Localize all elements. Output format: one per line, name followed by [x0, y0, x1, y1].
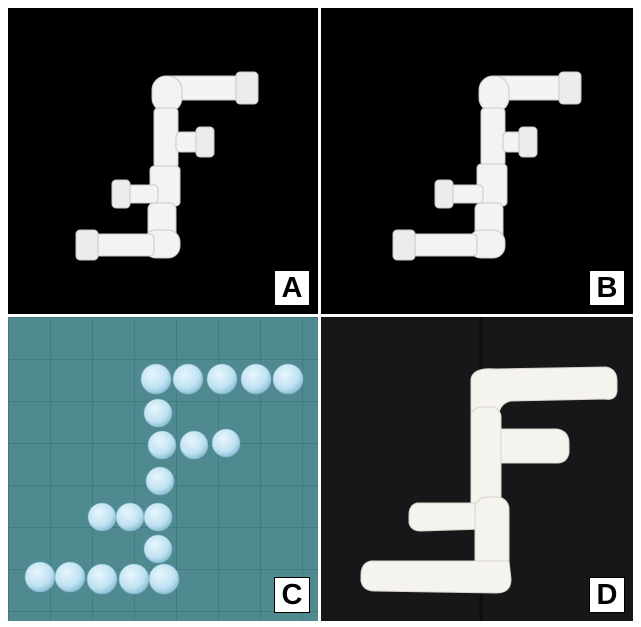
- foam-ball-model-image: [8, 317, 318, 621]
- panel-d: D: [321, 317, 633, 621]
- panel-label-b: B: [589, 270, 625, 306]
- panel-a: A: [8, 8, 318, 314]
- panel-label-d: D: [589, 577, 625, 613]
- foam-balls: [24, 363, 304, 595]
- pvc-pipe-model-image: [392, 71, 582, 261]
- panel-label-c: C: [274, 577, 310, 613]
- clay-model-image: [321, 317, 633, 621]
- pvc-pipe-model-image: [75, 71, 259, 261]
- panel-b: B: [321, 8, 633, 314]
- panel-label-a: A: [274, 270, 310, 306]
- panel-c: C: [8, 317, 318, 621]
